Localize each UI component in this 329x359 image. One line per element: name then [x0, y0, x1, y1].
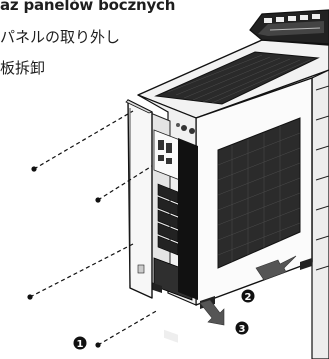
screw-guides	[29, 110, 159, 346]
step-badge-2: 2	[241, 289, 255, 303]
caption-polish: az panelów bocznych	[0, 0, 176, 14]
step-number-2: 2	[245, 292, 252, 303]
left-side-panel	[125, 99, 154, 299]
side-panel-vent	[217, 117, 301, 269]
screws	[27, 166, 101, 348]
step-number-1: 1	[77, 339, 84, 350]
arrow-step-2	[255, 255, 297, 281]
io-shield	[153, 123, 195, 181]
step-badge-3: 3	[235, 321, 249, 335]
arrow-step-3	[199, 299, 225, 326]
expansion-slots	[157, 183, 179, 256]
caption-japanese: パネルの取り外し	[0, 28, 121, 46]
step-badge-1: 1	[73, 336, 87, 350]
computer-case	[137, 9, 329, 359]
step-number-3: 3	[239, 324, 246, 335]
top-vent	[154, 51, 320, 105]
caption-chinese: 板拆卸	[0, 59, 46, 77]
